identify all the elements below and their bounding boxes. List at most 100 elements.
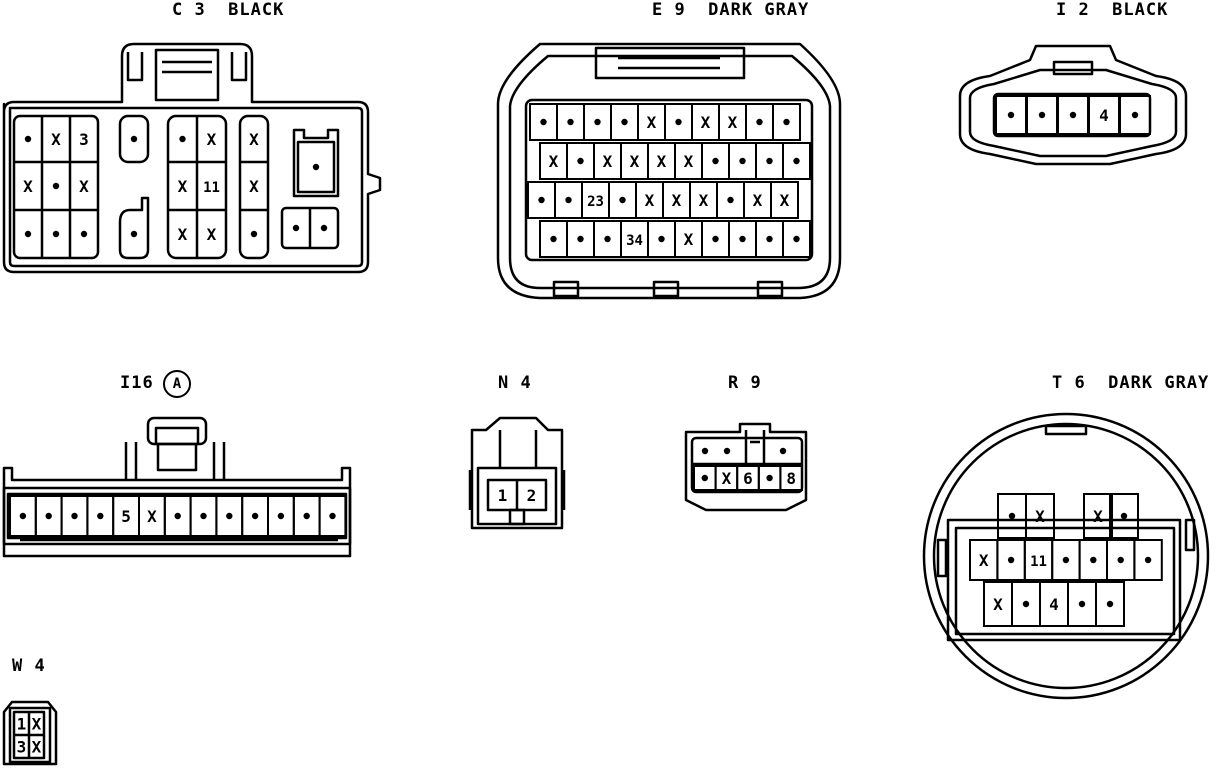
svg-text:X: X — [684, 152, 694, 171]
svg-text:X: X — [657, 152, 667, 171]
pin-t6-r2-4 — [1078, 539, 1108, 581]
label-t6: T 6 DARK GRAY — [1052, 373, 1210, 393]
svg-text:3: 3 — [17, 738, 27, 757]
svg-text:1: 1 — [498, 486, 508, 505]
label-r9: R 9 — [728, 373, 762, 393]
pin-e9-r1-3 — [610, 103, 639, 141]
pin-c3-6: X — [249, 130, 259, 149]
pin-c3-2: 3 — [79, 130, 89, 149]
pin-t6-r1-3 — [1109, 493, 1139, 539]
pin-e9-r2-0: X — [539, 142, 568, 180]
pin-t6-r1-2: X — [1083, 493, 1113, 539]
pin-e9-r3-3 — [608, 181, 637, 219]
pin-r9-bottom-0 — [693, 465, 717, 491]
pin-c3-16 — [80, 230, 88, 238]
pin-i16-3 — [86, 495, 115, 537]
pin-i2-0 — [995, 95, 1027, 135]
pin-t6-r3-3 — [1067, 581, 1097, 627]
pin-r9-bottom-3 — [757, 465, 782, 491]
pin-c3-10: X — [178, 177, 188, 196]
pin-i2-3: 4 — [1088, 95, 1120, 135]
pin-i16-12 — [318, 495, 347, 537]
pin-c3-15 — [52, 230, 60, 238]
pin-c3-1: X — [51, 130, 61, 149]
pin-r9-bottom-1: X — [714, 465, 739, 491]
pin-e9-r3-7 — [716, 181, 745, 219]
pin-e9-r2-6 — [701, 142, 730, 180]
pin-w4-0: 1 — [17, 715, 27, 734]
svg-text:1: 1 — [17, 715, 27, 734]
svg-text:X: X — [79, 177, 89, 196]
svg-text:X: X — [753, 191, 763, 210]
svg-text:X: X — [23, 177, 33, 196]
svg-text:X: X — [728, 113, 738, 132]
pin-e9-r2-8 — [755, 142, 784, 180]
pin-t6-r2-5 — [1106, 539, 1136, 581]
svg-text:5: 5 — [121, 507, 131, 526]
pin-i16-8 — [215, 495, 244, 537]
pin-e9-r2-4: X — [647, 142, 676, 180]
svg-text:4: 4 — [1099, 106, 1109, 125]
pin-i16-9 — [241, 495, 269, 537]
svg-text:X: X — [1035, 507, 1045, 526]
pin-c3-19: X — [207, 225, 217, 244]
label-i2: I 2 BLACK — [1056, 0, 1169, 20]
pin-e9-r4-1 — [566, 220, 595, 258]
pin-n4-0: 1 — [498, 486, 508, 505]
pin-e9-r4-6 — [701, 220, 730, 258]
pin-i16-5: X — [138, 495, 166, 537]
connector-t6 — [922, 412, 1210, 700]
pin-e9-r3-2: 23 — [581, 181, 610, 219]
svg-text:X: X — [701, 113, 711, 132]
pin-e9-r2-2: X — [593, 142, 622, 180]
pin-i16-11 — [292, 495, 321, 537]
svg-text:6: 6 — [743, 469, 753, 488]
pin-i16-0 — [9, 495, 37, 537]
pin-e9-r1-9 — [772, 103, 801, 141]
svg-text:X: X — [249, 130, 259, 149]
pin-e9-r3-1 — [554, 181, 583, 219]
connector-i2 — [958, 44, 1188, 166]
pin-t6-r2-1 — [996, 539, 1026, 581]
svg-text:X: X — [1093, 507, 1103, 526]
pin-t6-r1-0 — [997, 493, 1027, 539]
pin-e9-r2-1 — [566, 142, 595, 180]
svg-text:X: X — [630, 152, 640, 171]
svg-text:X: X — [722, 469, 732, 488]
svg-text:34: 34 — [626, 233, 643, 249]
pin-c3-20 — [250, 230, 258, 238]
pin-t6-r3-2: 4 — [1039, 581, 1069, 627]
pin-i16-2 — [60, 495, 89, 537]
pin-c3-8 — [52, 182, 60, 190]
pin-t6-r2-3 — [1051, 539, 1081, 581]
pin-r9-bottom-2: 6 — [736, 465, 760, 491]
pin-c3-12: X — [249, 177, 259, 196]
pin-t6-r3-0: X — [983, 581, 1013, 627]
pin-e9-r2-5: X — [674, 142, 703, 180]
pin-t6-r2-6 — [1133, 539, 1163, 581]
svg-text:2: 2 — [527, 486, 537, 505]
pin-r9-top-1 — [723, 447, 731, 455]
pin-n4-1: 2 — [527, 486, 537, 505]
pin-t6-r2-0: X — [969, 539, 999, 581]
svg-text:X: X — [51, 130, 61, 149]
pin-c3-22 — [320, 224, 328, 232]
pin-c3-21 — [292, 224, 300, 232]
pin-e9-r1-4: X — [637, 103, 666, 141]
label-e9: E 9 DARK GRAY — [652, 0, 810, 20]
svg-text:X: X — [647, 113, 657, 132]
label-c3: C 3 BLACK — [172, 0, 285, 20]
svg-text:11: 11 — [1030, 554, 1047, 570]
pin-e9-r3-8: X — [743, 181, 772, 219]
svg-text:3: 3 — [79, 130, 89, 149]
svg-text:4: 4 — [1049, 595, 1059, 614]
svg-text:X: X — [699, 191, 709, 210]
svg-text:X: X — [549, 152, 559, 171]
pin-i2-1 — [1026, 95, 1058, 135]
pin-e9-r1-7: X — [718, 103, 747, 141]
pin-c3-18: X — [178, 225, 188, 244]
pin-i16-7 — [189, 495, 218, 537]
pin-c3-7: X — [23, 177, 33, 196]
pin-t6-r2-2: 11 — [1023, 539, 1054, 581]
